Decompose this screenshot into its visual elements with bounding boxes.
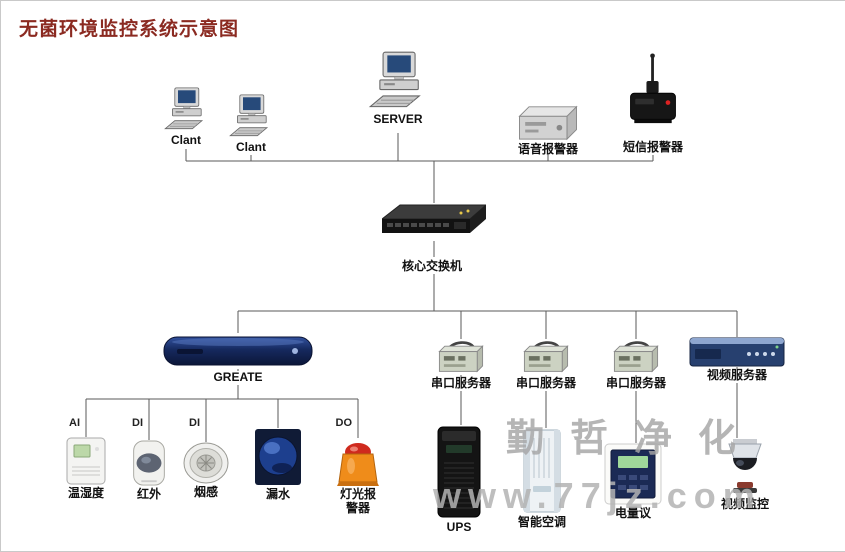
air-conditioner-icon [523, 429, 561, 513]
greate-controller-icon [163, 336, 313, 366]
video-server-label: 视频服务器 [703, 368, 770, 383]
core-switch-node [382, 203, 486, 241]
sms-alarm-label: 短信报警器 [622, 140, 683, 154]
infrared-label: 红外 [136, 487, 161, 501]
smart-ac-label: 智能空调 [517, 515, 566, 529]
serial-server-label: 串口服务器 [602, 376, 669, 391]
sms-alarm-icon [630, 53, 676, 124]
infrared-node: 红外 [121, 440, 177, 502]
voice-alarm-icon [518, 105, 578, 141]
page-title: 无菌环境监控系统示意图 [19, 19, 240, 40]
serial-server-icon [438, 341, 484, 373]
smoke-detector-icon [183, 442, 229, 484]
voice-alarm-label: 语音报警器 [517, 142, 578, 156]
smoke-detector-node: 烟感 [178, 442, 234, 500]
client-computer-icon [229, 94, 269, 137]
port-label-di-1: DI [132, 417, 143, 429]
server-node: SERVER [358, 51, 438, 127]
ups-label: UPS [446, 520, 472, 534]
client-computer-icon [164, 87, 204, 130]
smart-ac-node: 智能空调 [507, 428, 577, 530]
network-switch-icon [382, 204, 486, 233]
temp-humidity-label: 温湿度 [67, 486, 104, 500]
port-label-ai: AI [69, 417, 80, 429]
serial-server-icon [523, 341, 569, 373]
client-workstation-2: Clant [216, 94, 286, 155]
water-leak-node: 漏水 [248, 428, 308, 502]
power-meter-node: 电量议 [598, 443, 668, 521]
light-alarm-icon [337, 443, 379, 486]
smoke-detector-label: 烟感 [193, 485, 218, 499]
core-switch-label: 核心交换机 [399, 257, 466, 274]
infrared-sensor-icon [133, 440, 165, 486]
greate-label: GREATE [210, 370, 266, 385]
temp-humidity-node: 温湿度 [54, 437, 118, 501]
ups-node: UPS [429, 425, 489, 535]
serial-server-node-3: 串口服务器 [596, 339, 676, 391]
water-leak-sensor-icon [255, 429, 301, 485]
light-alarm-node: 灯光报警器 [330, 438, 386, 516]
light-alarm-label: 灯光报警器 [339, 487, 376, 515]
power-meter-icon [604, 443, 662, 505]
serial-server-label: 串口服务器 [427, 376, 494, 391]
server-computer-icon [368, 51, 421, 108]
sms-alarm-node: 短信报警器 [611, 53, 695, 155]
video-monitor-node: 视频监控 [710, 438, 780, 512]
temp-humidity-sensor-icon [66, 437, 106, 485]
water-leak-label: 漏水 [265, 487, 290, 501]
video-server-icon [689, 337, 785, 367]
power-meter-label: 电量议 [614, 506, 651, 520]
ups-icon [437, 426, 481, 518]
video-server-node: 视频服务器 [689, 337, 785, 383]
serial-server-node-1: 串口服务器 [421, 339, 501, 391]
client-workstation-1: Clant [151, 87, 221, 148]
server-label: SERVER [373, 112, 423, 126]
port-label-di-2: DI [189, 417, 200, 429]
client-label: Clant [236, 140, 266, 154]
voice-alarm-node: 语音报警器 [506, 103, 590, 157]
client-label: Clant [171, 133, 201, 147]
serial-server-node-2: 串口服务器 [506, 339, 586, 391]
serial-server-label: 串口服务器 [512, 376, 579, 391]
dome-camera-icon [728, 439, 762, 493]
serial-server-icon [613, 341, 659, 373]
video-monitor-label: 视频监控 [720, 497, 769, 511]
port-label-do: DO [335, 417, 353, 429]
greate-controller-node: GREATE [163, 333, 313, 385]
